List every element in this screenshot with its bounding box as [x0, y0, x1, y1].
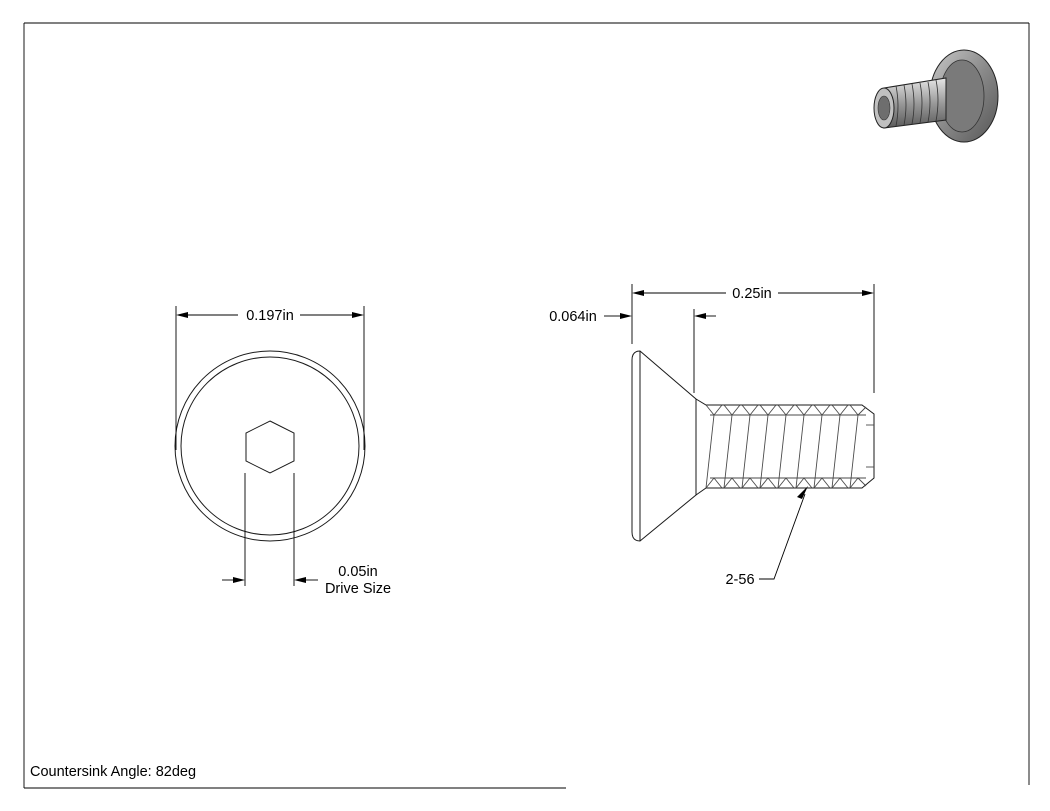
head-diameter-dimension: 0.197in	[175, 306, 365, 450]
hex-socket	[245, 420, 295, 474]
screw-head-side	[631, 350, 697, 542]
thread-callout-label: 2-56	[725, 572, 754, 588]
screw-isometric-icon	[873, 49, 999, 143]
length-dimension: 0.25in	[631, 284, 875, 393]
sheet-frame	[23, 22, 1030, 789]
screw-shank-side	[695, 398, 875, 496]
head-height-label: 0.064in	[549, 309, 597, 325]
drive-size-label: Drive Size	[325, 581, 391, 597]
head-height-dimension: 0.064in	[549, 309, 716, 393]
length-label: 0.25in	[732, 286, 772, 302]
head-diameter-label: 0.197in	[246, 308, 294, 324]
thread-callout: 2-56	[725, 486, 808, 588]
drive-size-value: 0.05in	[338, 564, 378, 580]
thread-lines	[705, 404, 874, 489]
countersink-note: Countersink Angle: 82deg	[30, 764, 196, 780]
front-view	[174, 350, 366, 542]
drive-size-dimension: 0.05in Drive Size	[222, 473, 391, 597]
side-view	[631, 350, 875, 542]
head-outer-circle	[174, 350, 366, 542]
head-inner-circle	[180, 356, 360, 536]
